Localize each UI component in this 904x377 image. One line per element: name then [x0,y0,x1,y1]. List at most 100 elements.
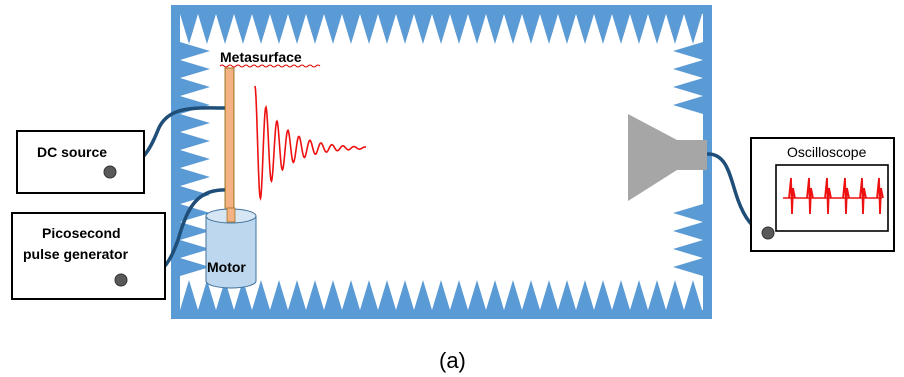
absorber-spike [270,280,288,310]
absorber-spike [216,14,234,44]
oscilloscope-terminal [761,226,775,240]
motor-label: Motor [207,259,246,275]
pulse-train-icon [788,177,884,215]
absorber-spike [673,258,703,276]
absorber-spike [360,14,378,44]
absorber-spike [558,280,576,310]
pulse-generator-label-line2: pulse generator [23,246,129,262]
motor: Motor [205,207,257,289]
motor-shaft [226,207,236,223]
absorber-spike [414,280,432,310]
absorber-spikes [180,14,703,310]
absorber-spike [630,280,648,310]
absorber-spike [288,14,306,44]
absorber-spike [180,78,210,96]
absorber-spike [594,14,612,44]
absorber-spike [378,14,396,44]
absorber-spike [180,42,210,60]
absorber-spike [234,14,252,44]
motor-body [205,216,257,289]
absorber-spike [468,280,486,310]
dc-source-border [16,130,145,194]
absorber-spike [180,132,210,150]
absorber-spike [673,204,703,222]
absorber-spike [504,280,522,310]
absorber-spike [180,168,210,186]
absorber-spike [180,150,210,168]
pulse-spike [824,177,832,215]
absorber-spike [666,14,684,44]
absorber-spike [180,258,210,276]
metasurface-rod [224,67,235,225]
absorber-spike [252,14,270,44]
absorber-spike [612,280,630,310]
oscilloscope-label: Oscilloscope [787,144,867,160]
absorber-spike [540,14,558,44]
oscilloscope-box: Oscilloscope [750,137,895,252]
absorber-spike [558,14,576,44]
absorber-spike [324,14,342,44]
pulse-generator-box: Picosecond pulse generator [11,212,166,300]
absorber-spike [684,280,702,310]
absorber-spike [648,14,666,44]
absorber-spike [198,14,216,44]
horn-waveguide [676,140,707,170]
absorber-spike [180,186,210,204]
absorber-spike [684,14,702,44]
decaying-wave-icon [254,85,367,201]
horn-flare [628,114,677,201]
absorber-spike [180,280,198,310]
absorber-spike [522,14,540,44]
pulse-spike [876,177,884,215]
absorber-spike [252,280,270,310]
figure-caption: (a) [439,348,466,373]
dc-source-terminal [103,165,117,179]
absorber-spike [576,280,594,310]
absorber-spike [673,60,703,78]
absorber-spike [180,114,210,132]
absorber-spike [396,14,414,44]
absorber-spike [432,280,450,310]
absorber-spike [468,14,486,44]
absorber-spike [673,222,703,240]
absorber-spike [540,280,558,310]
absorber-spike [198,280,216,310]
pulse-generator-terminal [114,273,128,287]
absorber-spike [180,60,210,78]
absorber-spike [360,280,378,310]
absorber-spike [306,14,324,44]
absorber-spike [414,14,432,44]
absorber-spike [673,42,703,60]
absorber-spike [270,14,288,44]
absorber-spike [648,280,666,310]
pulse-generator-border [11,212,166,300]
absorber-spike [288,280,306,310]
pulse-spike [859,177,867,215]
absorber-spike [486,280,504,310]
anechoic-chamber [171,5,712,319]
dc-source-box: DC source [16,130,145,194]
pulse-spike [806,177,814,215]
absorber-spike [180,240,210,258]
pulse-spike [842,177,850,215]
absorber-spike [486,14,504,44]
pulse-generator-label-line1: Picosecond [42,225,121,241]
absorber-spike [342,280,360,310]
absorber-spike [673,96,703,114]
absorber-spike [234,280,252,310]
absorber-spike [594,280,612,310]
chamber-interior [180,14,703,310]
absorber-spike [378,280,396,310]
absorber-spike [673,78,703,96]
absorber-spike [324,280,342,310]
absorber-spike [180,222,210,240]
absorber-spike [450,280,468,310]
metasurface-label: Metasurface [220,49,302,65]
absorber-spike [612,14,630,44]
pulse-spike [788,177,796,215]
absorber-spike [630,14,648,44]
absorber-spike [522,280,540,310]
absorber-spike [666,280,684,310]
absorber-spike [450,14,468,44]
